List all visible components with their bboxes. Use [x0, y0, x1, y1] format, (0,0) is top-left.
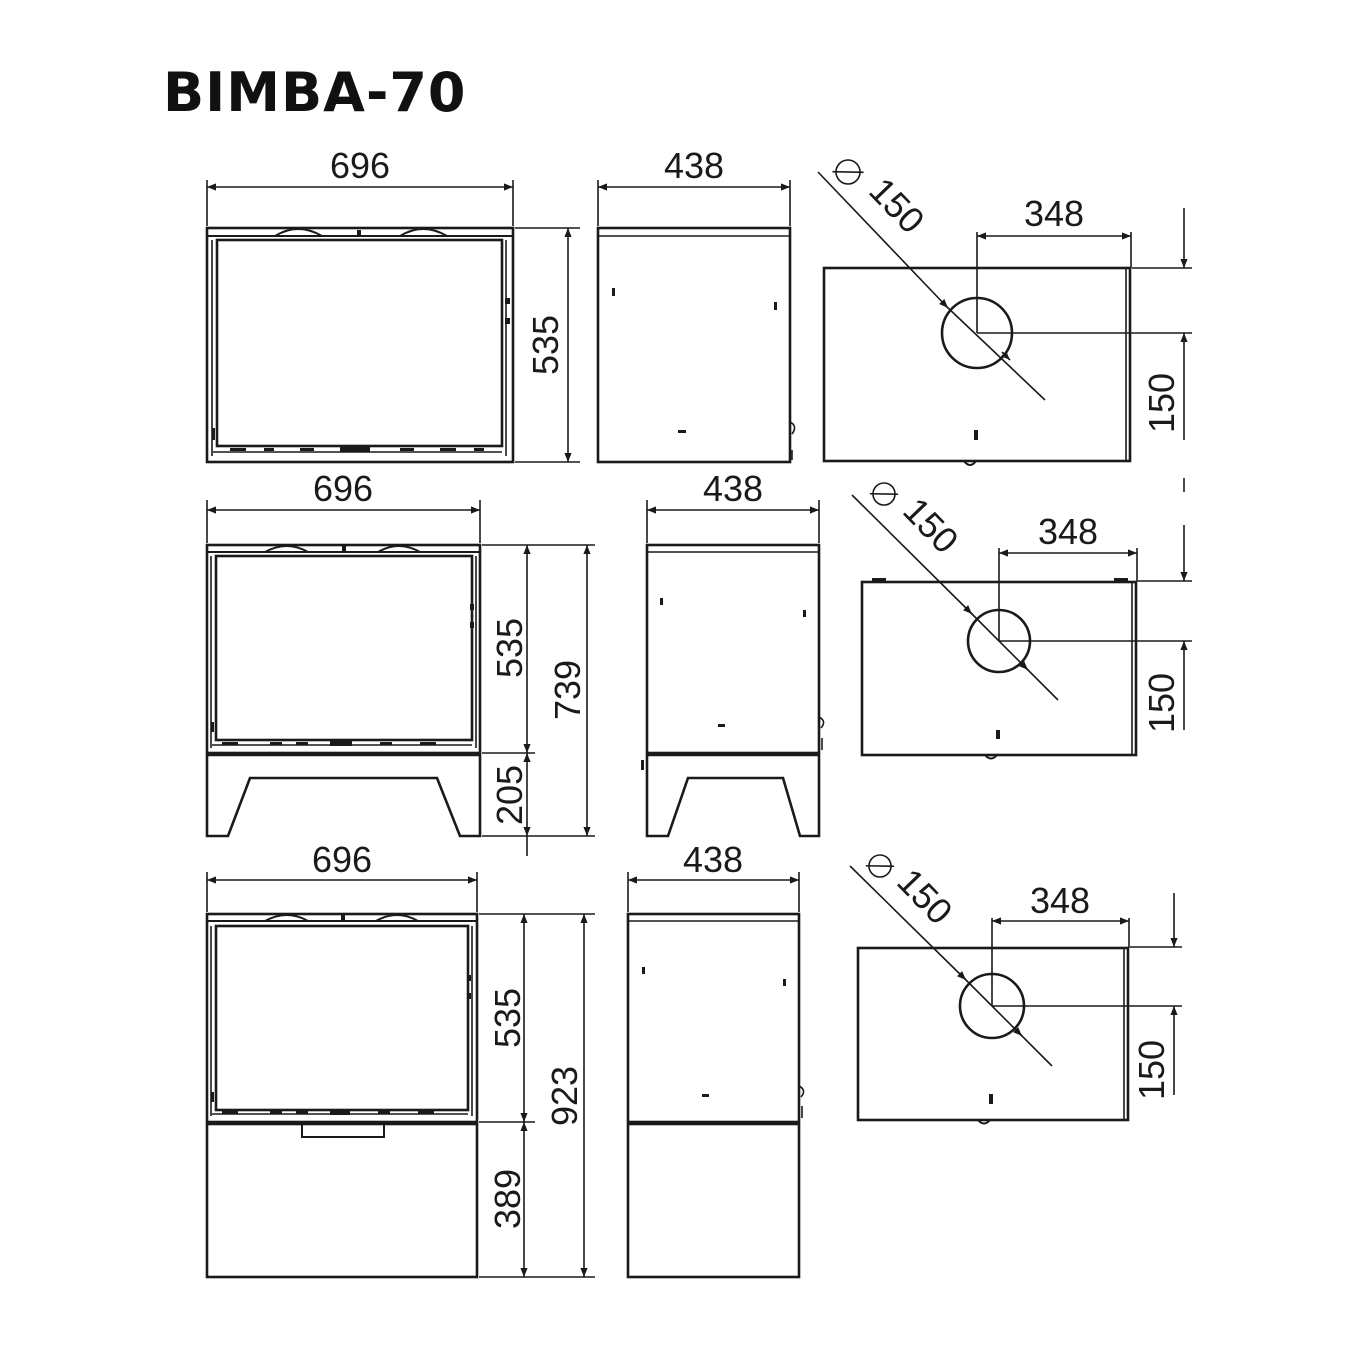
row-3-flue-offset-y-label: 150	[1131, 1040, 1172, 1100]
row-1-flue-offset-y-label: 150	[1141, 373, 1182, 433]
row-2-front-height-dimensions: 535 205 739	[482, 544, 595, 856]
row-2-depth-label: 438	[703, 468, 763, 509]
row-3-flue-diameter-label: 150	[889, 860, 960, 932]
row-2-height-label: 535	[489, 618, 530, 678]
row-3-front-height-dimensions: 535 389 923	[479, 913, 595, 1278]
row-2-front-width-dimension: 696	[206, 468, 481, 543]
model-title: BIMBA-70	[163, 61, 467, 124]
row-2-flue-diameter-label: 150	[895, 489, 966, 561]
row-3-side-view	[626, 912, 805, 1279]
row-1-front-width-dimension: 696	[206, 145, 514, 226]
row-2-flue-offset-x-label: 348	[1038, 511, 1098, 552]
row-2-side-depth-dimension: 438	[646, 468, 820, 543]
row-3-flue-offset-x-label: 348	[1030, 880, 1090, 921]
row-1-side-view	[596, 226, 796, 464]
row-3-side-depth-dimension: 438	[627, 839, 800, 912]
row-1-front-height-dimension: 535	[515, 227, 580, 463]
row-3-width-label: 696	[312, 839, 372, 880]
row-2-front-view	[205, 543, 482, 838]
row-1-flue-offset-x-label: 348	[1024, 193, 1084, 234]
row-1-front-view	[205, 226, 515, 464]
row-1-width-label: 696	[330, 145, 390, 186]
row-3-depth-label: 438	[683, 839, 743, 880]
row-1-top-view	[817, 171, 1192, 492]
row-1-side-depth-dimension: 438	[597, 145, 791, 226]
row-2-width-label: 696	[313, 468, 373, 509]
row-3-top-view	[849, 865, 1182, 1125]
row-1-flue-diameter-label: 150	[861, 169, 932, 241]
row-2-flue-offset-y-label: 150	[1141, 673, 1182, 733]
row-3-total-height-label: 923	[544, 1066, 585, 1126]
row-2-base-height-label: 205	[489, 765, 530, 825]
row-3-top-dimension-labels: 150 348 150	[865, 854, 1172, 1100]
row-2-total-height-label: 739	[547, 660, 588, 720]
row-3-front-width-dimension: 696	[206, 839, 478, 912]
row-1-height-label: 535	[525, 315, 566, 375]
row-3-front-view	[205, 912, 479, 1279]
row-1-depth-label: 438	[664, 145, 724, 186]
row-2-side-view	[641, 543, 825, 838]
row-3-height-label: 535	[487, 988, 528, 1048]
row-3-base-height-label: 389	[487, 1169, 528, 1229]
row-2-top-view	[851, 494, 1192, 760]
